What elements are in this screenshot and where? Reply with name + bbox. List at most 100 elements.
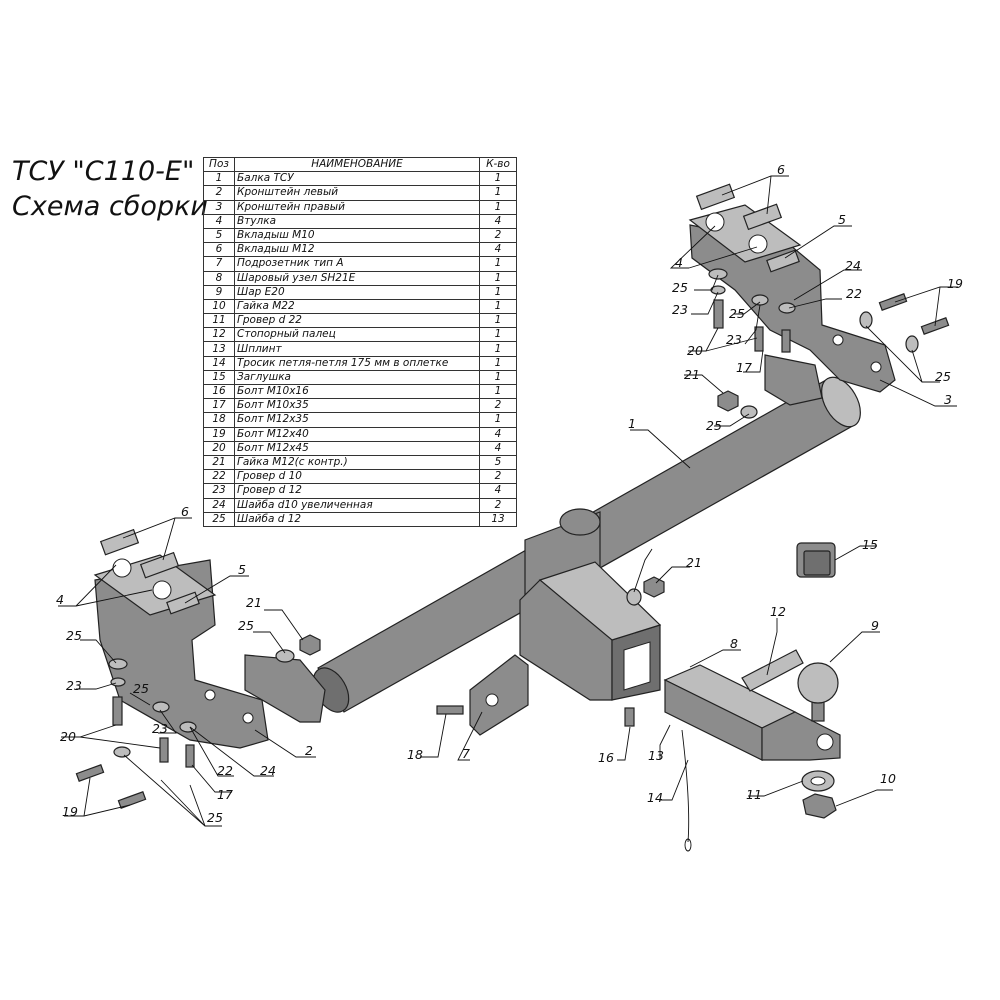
- cell-pos: 6: [203, 242, 235, 258]
- cell-qty: 2: [479, 497, 517, 513]
- cell-pos: 23: [203, 483, 235, 499]
- fasteners: [75, 268, 950, 809]
- callout-24-right: 24: [845, 258, 861, 273]
- callout-20-right: 20: [687, 343, 703, 358]
- part-cable: [681, 729, 690, 843]
- callout-5-right: 5: [838, 212, 846, 227]
- cell-name: Гайка М12(с контр.): [234, 454, 480, 471]
- cell-pos: 24: [203, 497, 235, 513]
- cell-pos: 11: [203, 313, 235, 329]
- cell-name: Балка ТСУ: [234, 171, 480, 187]
- cell-qty: 1: [479, 199, 517, 215]
- cell-pos: 12: [203, 327, 235, 343]
- callout-25-h: 25: [706, 418, 722, 433]
- cell-qty: 1: [479, 313, 517, 329]
- cell-qty: 1: [479, 256, 517, 272]
- cell-qty: 4: [479, 242, 517, 258]
- cell-qty: 4: [479, 483, 517, 499]
- cell-name: Болт М12х35: [234, 412, 480, 428]
- callout-19-right: 19: [947, 276, 963, 291]
- cell-name: Гровер d 10: [234, 469, 480, 485]
- cell-qty: 1: [479, 341, 517, 357]
- callout-23-left-a: 23: [66, 678, 82, 693]
- cell-pos: 9: [203, 284, 235, 300]
- callout-1: 1: [628, 416, 636, 431]
- callout-21-left: 21: [246, 595, 262, 610]
- callout-6-right: 6: [777, 162, 785, 177]
- callout-25-a: 25: [66, 628, 82, 643]
- cell-qty: 1: [479, 270, 517, 286]
- cell-name: Втулка: [234, 213, 480, 229]
- callout-21-center: 21: [686, 555, 702, 570]
- cell-pos: 17: [203, 398, 235, 414]
- callout-6-left: 6: [181, 504, 189, 519]
- cell-name: Гровер d 12: [234, 483, 480, 499]
- cell-pos: 15: [203, 369, 235, 386]
- drawing-subtitle: Схема сборки: [12, 191, 208, 222]
- cell-qty: 4: [479, 426, 517, 442]
- cell-name: Тросик петля-петля 175 мм в оплетке: [234, 355, 480, 371]
- cell-qty: 2: [479, 398, 517, 414]
- callout-23-right-a: 23: [672, 302, 688, 317]
- callout-4-right: 4: [675, 255, 683, 270]
- cell-pos: 4: [203, 213, 235, 229]
- cell-pos: 5: [203, 227, 235, 244]
- cell-name: Болт М12х45: [234, 440, 480, 456]
- callout-25-f: 25: [729, 306, 745, 321]
- cell-pos: 10: [203, 298, 235, 315]
- cell-pos: 21: [203, 454, 235, 471]
- bracket-inserts: [99, 183, 800, 615]
- part-nut-washer: [801, 770, 837, 819]
- header-pos: Поз: [203, 156, 235, 173]
- cell-pos: 2: [203, 185, 235, 201]
- header-name: НАИМЕНОВАНИЕ: [234, 156, 480, 173]
- cell-qty: 4: [479, 213, 517, 229]
- callout-12: 12: [770, 604, 786, 619]
- cell-pos: 7: [203, 256, 235, 272]
- cell-name: Шплинт: [234, 341, 480, 357]
- cell-qty: 1: [479, 171, 517, 187]
- cell-name: Вкладыш М12: [234, 242, 480, 258]
- callout-2: 2: [305, 743, 313, 758]
- cell-name: Гровер d 22: [234, 313, 480, 329]
- leader-lines: [58, 175, 958, 827]
- cell-qty: 13: [479, 511, 517, 527]
- cell-pos: 19: [203, 426, 235, 442]
- header-qty: К-во: [479, 156, 517, 173]
- cell-qty: 2: [479, 227, 517, 244]
- cell-name: Вкладыш М10: [234, 227, 480, 244]
- callout-5-left: 5: [238, 562, 246, 577]
- cell-name: Кронштейн правый: [234, 199, 480, 215]
- cell-qty: 1: [479, 327, 517, 343]
- drawing-title: ТСУ "С110-Е": [12, 156, 195, 187]
- callout-25-e: 25: [672, 280, 688, 295]
- callout-25-c: 25: [133, 681, 149, 696]
- cell-name: Шайба d10 увеличенная: [234, 497, 480, 513]
- callout-20-left: 20: [60, 729, 76, 744]
- callout-7: 7: [462, 746, 470, 761]
- cell-pos: 8: [203, 270, 235, 286]
- cell-name: Болт М10х16: [234, 383, 480, 400]
- callout-17-right: 17: [736, 360, 752, 375]
- callout-17-left: 17: [217, 787, 233, 802]
- cell-pos: 16: [203, 383, 235, 400]
- cell-qty: 1: [479, 355, 517, 371]
- callout-16: 16: [598, 750, 614, 765]
